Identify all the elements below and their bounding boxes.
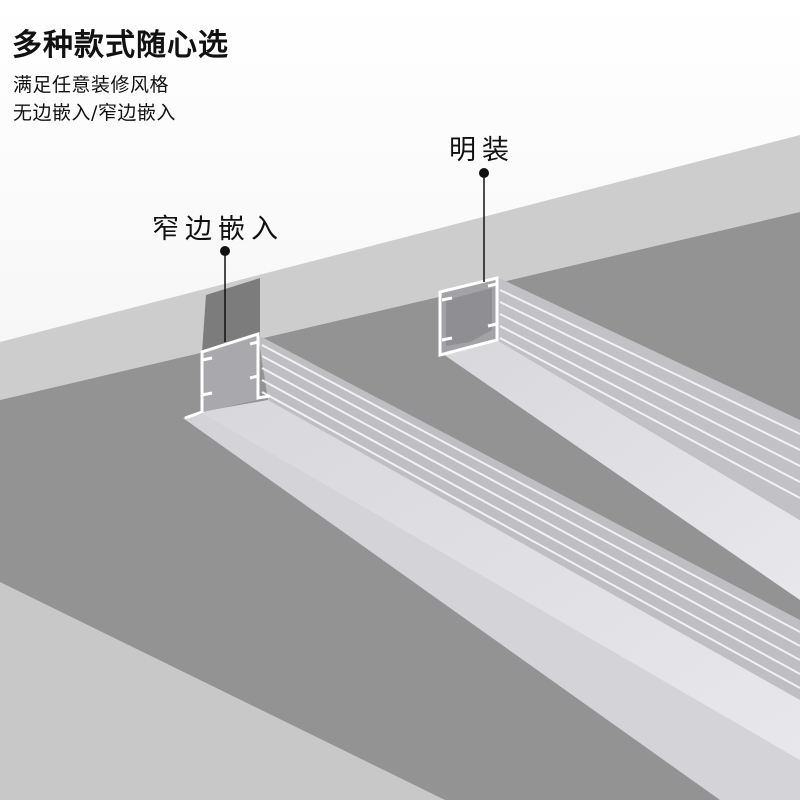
callout-surface-mount: 明装 bbox=[449, 135, 515, 166]
callout-leader-narrow bbox=[220, 246, 230, 342]
ceiling-edge bbox=[0, 135, 800, 400]
narrow-recessed-profile bbox=[183, 331, 800, 800]
headline: 多种款式随心选 bbox=[12, 28, 229, 63]
callout-narrow-edge-recessed: 窄边嵌入 bbox=[152, 214, 284, 245]
floor-area bbox=[0, 582, 445, 800]
subline-style: 满足任意装修风格 bbox=[13, 74, 170, 96]
recess-cavity bbox=[202, 278, 260, 352]
callout-leader-surface bbox=[479, 168, 489, 282]
subline-install-types: 无边嵌入/窄边嵌入 bbox=[13, 102, 176, 124]
surface-mount-profile bbox=[438, 276, 800, 600]
